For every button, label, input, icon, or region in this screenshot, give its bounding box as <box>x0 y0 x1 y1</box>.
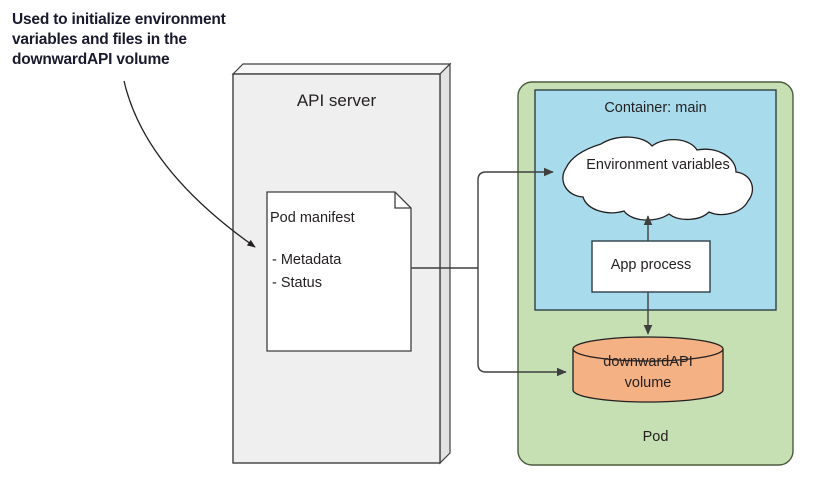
annotation-text: Used to initialize environment variables… <box>12 11 226 68</box>
connector-manifest-to-env-vars <box>477 167 554 268</box>
annotation-curved-arrow <box>123 80 256 248</box>
downwardapi-volume-cylinder <box>572 336 724 403</box>
environment-variables-cloud <box>562 136 754 221</box>
app-process-box <box>591 240 711 293</box>
pod-manifest-body <box>266 191 412 352</box>
pod-manifest-fold-corner <box>394 192 411 209</box>
pod-manifest-document <box>266 191 412 352</box>
connector-group <box>411 167 567 377</box>
api-server-right-bevel <box>439 62 451 465</box>
connector-manifest-to-volume <box>477 268 567 377</box>
cylinder-body <box>572 348 724 403</box>
cylinder-top-ellipse <box>572 336 724 362</box>
